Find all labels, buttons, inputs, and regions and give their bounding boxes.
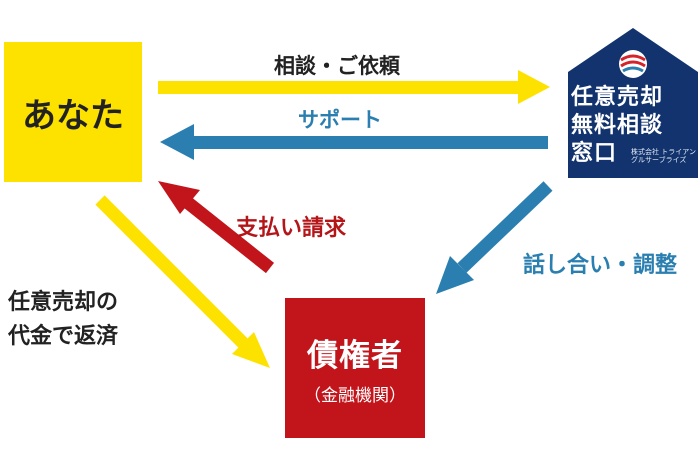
creditor-title: 債権者 xyxy=(307,338,403,374)
office-house-shape xyxy=(568,28,698,178)
office-company-name: 株式会社 トライアングルサーブライズ xyxy=(631,148,696,164)
creditor-subtitle: （金融機関） xyxy=(304,386,406,406)
arrow-support xyxy=(160,124,548,160)
creditor-node: 債権者 （金融機関） xyxy=(285,298,425,438)
arrow-claim xyxy=(158,181,275,274)
you-node: あなた xyxy=(4,42,142,182)
consult-label: 相談・ご依頼 xyxy=(274,54,400,78)
repay-label-line2: 代金で返済 xyxy=(8,324,119,349)
office-line1: 任意売却 xyxy=(571,85,664,110)
arrow-negotiate xyxy=(436,181,553,294)
arrow-consult xyxy=(158,70,550,104)
office-line2: 無料相談 xyxy=(571,113,664,138)
claim-label: 支払い請求 xyxy=(236,216,347,241)
you-label: あなた xyxy=(22,95,124,136)
office-node: 任意売却 無料相談 窓口 株式会社 トライアングルサーブライズ xyxy=(571,84,699,168)
repay-label-line1: 任意売却の xyxy=(8,290,119,315)
support-label: サポート xyxy=(298,108,382,132)
negotiate-label: 話し合い・調整 xyxy=(523,253,678,278)
office-logo-icon xyxy=(619,50,647,78)
arrow-repay xyxy=(95,195,270,368)
office-line3: 窓口 xyxy=(571,141,618,166)
